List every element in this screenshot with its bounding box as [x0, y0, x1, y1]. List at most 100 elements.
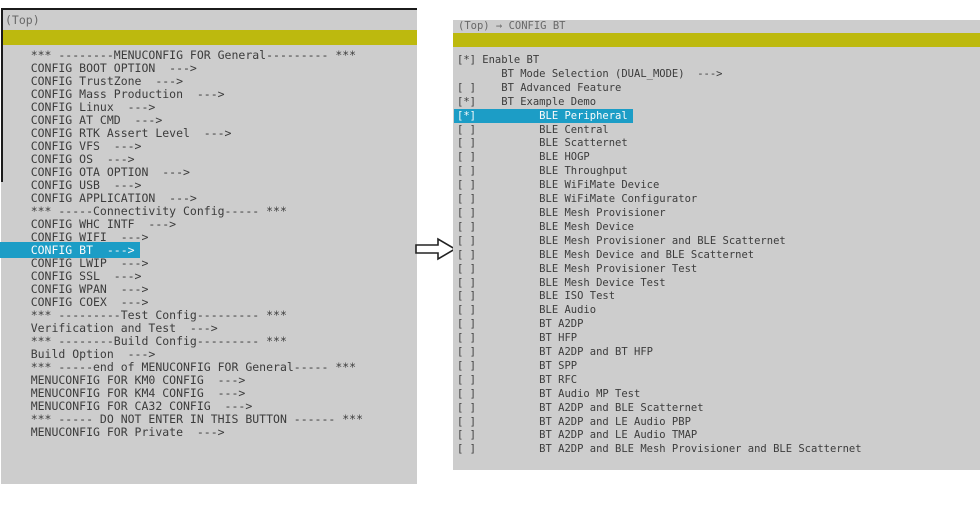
- menu-item[interactable]: *** -----end of MENUCONFIG FOR General--…: [3, 361, 417, 374]
- menu-item-label: CONFIG WPAN --->: [3, 282, 149, 296]
- menu-item[interactable]: CONFIG APPLICATION --->: [3, 192, 417, 205]
- menu-item-label: CONFIG Mass Production --->: [3, 87, 225, 101]
- menu-item-label: [ ] BT A2DP and BLE Scatternet: [457, 401, 704, 414]
- menu-item[interactable]: Verification and Test --->: [3, 322, 417, 335]
- menu-item-label: [ ] BLE Central: [457, 123, 609, 136]
- menu-item-label: CONFIG COEX --->: [3, 295, 149, 309]
- menu-item[interactable]: CONFIG VFS --->: [3, 140, 417, 153]
- menu-item-label: [ ] BLE Audio: [457, 304, 597, 317]
- menu-item[interactable]: *** --------MENUCONFIG FOR General------…: [3, 49, 417, 62]
- menu-item[interactable]: [ ] BLE Audio: [457, 304, 980, 318]
- menu-item[interactable]: *** --------Build Config--------- ***: [3, 335, 417, 348]
- menu-item-label: [ ] BLE WiFiMate Device: [457, 179, 660, 192]
- menu-item[interactable]: [ ] BT Advanced Feature: [457, 82, 980, 96]
- menu-item-label: [ ] BLE Mesh Provisioner: [457, 206, 666, 219]
- menu-item-selected[interactable]: [*] BLE Peripheral: [454, 108, 980, 124]
- menu-item[interactable]: Build Option --->: [3, 348, 417, 361]
- menu-item-label: CONFIG APPLICATION --->: [3, 191, 197, 205]
- menu-item[interactable]: MENUCONFIG FOR CA32 CONFIG --->: [3, 400, 417, 413]
- menu-item[interactable]: *** ---------Test Config--------- ***: [3, 309, 417, 322]
- menu-item[interactable]: [ ] BLE Throughput: [457, 165, 980, 179]
- menu-item[interactable]: CONFIG OTA OPTION --->: [3, 166, 417, 179]
- menu-item[interactable]: [ ] BT A2DP and LE Audio PBP: [457, 416, 980, 430]
- menu-item-label: [ ] BT A2DP: [457, 318, 584, 331]
- menu-item-label: [ ] BLE Mesh Device Test: [457, 276, 666, 289]
- menu-item[interactable]: [ ] BT HFP: [457, 332, 980, 346]
- menu-item[interactable]: CONFIG USB --->: [3, 179, 417, 192]
- menu-item[interactable]: CONFIG LWIP --->: [3, 257, 417, 270]
- menu-item[interactable]: CONFIG SSL --->: [3, 270, 417, 283]
- menu-item[interactable]: [ ] BLE Mesh Device Test: [457, 277, 980, 291]
- menu-item-label: [ ] BT A2DP and BT HFP: [457, 346, 653, 359]
- menu-item[interactable]: [ ] BT SPP: [457, 360, 980, 374]
- menu-item[interactable]: [*] Enable BT: [457, 54, 980, 68]
- menu-item-label: MENUCONFIG FOR KM0 CONFIG --->: [3, 373, 246, 387]
- menu-item-label: *** --------Build Config--------- ***: [3, 334, 287, 348]
- menu-item-label: [ ] BLE Mesh Provisioner and BLE Scatter…: [457, 234, 786, 247]
- menu-item-label: [ ] BT A2DP and LE Audio TMAP: [457, 429, 698, 442]
- menu-item[interactable]: [ ] BLE Central: [457, 124, 980, 138]
- menu-item[interactable]: [*] BT Example Demo: [457, 96, 980, 110]
- menu-item[interactable]: [ ] BLE Mesh Provisioner: [457, 207, 980, 221]
- menu-item[interactable]: [ ] BT A2DP and BLE Mesh Provisioner and…: [457, 443, 980, 457]
- menu-item[interactable]: MENUCONFIG FOR KM4 CONFIG --->: [3, 387, 417, 400]
- menu-item-label: [ ] BLE Throughput: [457, 165, 628, 178]
- menu-item-label: CONFIG USB --->: [3, 178, 142, 192]
- menu-item[interactable]: CONFIG TrustZone --->: [3, 75, 417, 88]
- menu-item[interactable]: MENUCONFIG FOR KM0 CONFIG --->: [3, 374, 417, 387]
- menu-item[interactable]: [ ] BLE ISO Test: [457, 290, 980, 304]
- menu-item-label: CONFIG Linux --->: [3, 100, 156, 114]
- menu-item-label: BT Mode Selection (DUAL_MODE) --->: [457, 67, 723, 80]
- menu-item-label: [ ] BT HFP: [457, 332, 578, 345]
- menu-item-label: CONFIG VFS --->: [3, 139, 142, 153]
- menu-item[interactable]: [ ] BT RFC: [457, 374, 980, 388]
- menu-item[interactable]: [ ] BLE WiFiMate Device: [457, 179, 980, 193]
- menu-item[interactable]: CONFIG Linux --->: [3, 101, 417, 114]
- menu-item[interactable]: *** -----Connectivity Config----- ***: [3, 205, 417, 218]
- menuconfig-window-config-bt: (Top) → CONFIG BT [*] Enable BT BT Mode …: [453, 20, 980, 470]
- menu-item[interactable]: [ ] BLE Mesh Provisioner Test: [457, 263, 980, 277]
- menu-item[interactable]: CONFIG AT CMD --->: [3, 114, 417, 127]
- menu-item-selected[interactable]: CONFIG BT --->: [0, 242, 417, 258]
- menu-item[interactable]: CONFIG WHC INTF --->: [3, 218, 417, 231]
- menu-item-label: MENUCONFIG FOR CA32 CONFIG --->: [3, 399, 253, 413]
- menu-item[interactable]: [ ] BLE Mesh Device and BLE Scatternet: [457, 249, 980, 263]
- menu-item[interactable]: CONFIG BOOT OPTION --->: [3, 62, 417, 75]
- menu-item-label: CONFIG SSL --->: [3, 269, 142, 283]
- menu-list-general: *** --------MENUCONFIG FOR General------…: [0, 45, 417, 439]
- menu-item[interactable]: [ ] BT A2DP and BT HFP: [457, 346, 980, 360]
- menu-item-label: CONFIG LWIP --->: [3, 256, 149, 270]
- menu-item[interactable]: [ ] BLE WiFiMate Configurator: [457, 193, 980, 207]
- menu-item[interactable]: [ ] BT A2DP: [457, 318, 980, 332]
- position-indicator-bar: [453, 33, 980, 47]
- menu-item[interactable]: CONFIG RTK Assert Level --->: [3, 127, 417, 140]
- menu-item[interactable]: [ ] BLE HOGP: [457, 151, 980, 165]
- menu-item-label: [ ] BLE HOGP: [457, 151, 590, 164]
- menu-item[interactable]: *** ----- DO NOT ENTER IN THIS BUTTON --…: [3, 413, 417, 426]
- menu-item-label: CONFIG OTA OPTION --->: [3, 165, 190, 179]
- menu-item[interactable]: [ ] BT A2DP and BLE Scatternet: [457, 402, 980, 416]
- menu-item-label: *** ----- DO NOT ENTER IN THIS BUTTON --…: [3, 412, 364, 426]
- menu-item-label: [ ] BT A2DP and BLE Mesh Provisioner and…: [457, 443, 862, 456]
- menu-item-label: Build Option --->: [3, 347, 156, 361]
- menu-item[interactable]: [ ] BT A2DP and LE Audio TMAP: [457, 429, 980, 443]
- menu-item[interactable]: [ ] BLE Scatternet: [457, 137, 980, 151]
- right-arrow-icon: [415, 237, 457, 261]
- menu-item-label: [ ] BT SPP: [457, 359, 578, 372]
- menu-item-label: CONFIG AT CMD --->: [3, 113, 163, 127]
- menu-item-label: [ ] BLE Scatternet: [457, 137, 628, 150]
- menu-item[interactable]: CONFIG WPAN --->: [3, 283, 417, 296]
- menu-item[interactable]: [ ] BLE Mesh Provisioner and BLE Scatter…: [457, 235, 980, 249]
- menu-item[interactable]: BT Mode Selection (DUAL_MODE) --->: [457, 68, 980, 82]
- menu-item[interactable]: CONFIG COEX --->: [3, 296, 417, 309]
- menu-item[interactable]: MENUCONFIG FOR Private --->: [3, 426, 417, 439]
- menu-item-label: [*] BT Example Demo: [457, 95, 597, 108]
- menu-item-label: MENUCONFIG FOR Private --->: [3, 425, 225, 439]
- menu-item[interactable]: CONFIG Mass Production --->: [3, 88, 417, 101]
- menu-item[interactable]: [ ] BT Audio MP Test: [457, 388, 980, 402]
- menu-item[interactable]: CONFIG WIFI --->: [3, 231, 417, 244]
- menuconfig-window-general: (Top) *** --------MENUCONFIG FOR General…: [0, 8, 417, 484]
- menu-item[interactable]: [ ] BLE Mesh Device: [457, 221, 980, 235]
- menu-item[interactable]: CONFIG OS --->: [3, 153, 417, 166]
